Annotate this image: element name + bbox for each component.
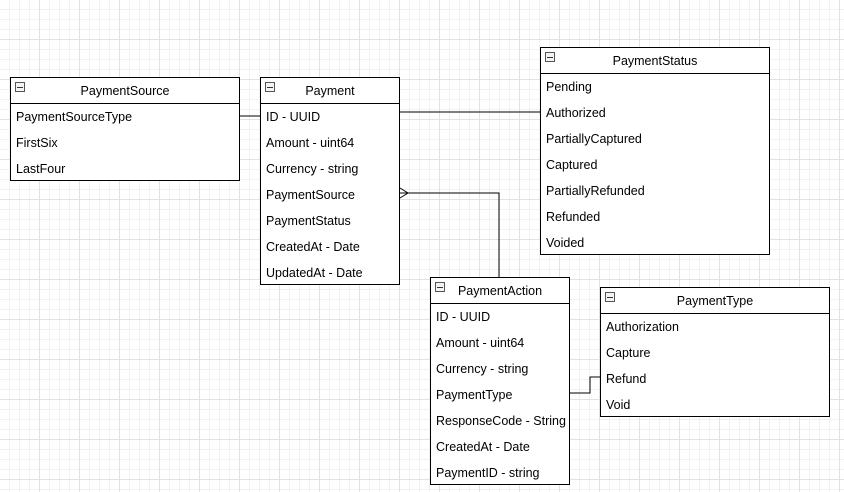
entity-field[interactable]: PaymentType (436, 388, 513, 402)
entity-field[interactable]: Authorization (606, 320, 679, 334)
entity-header[interactable]: PaymentAction (431, 278, 569, 304)
entity-field[interactable]: CreatedAt - Date (436, 440, 530, 454)
entity-payment-action[interactable]: PaymentAction ID - UUID Amount - uint64 … (430, 277, 570, 485)
entity-field[interactable]: Authorized (546, 106, 606, 120)
entity-field[interactable]: PaymentStatus (266, 214, 351, 228)
collapse-icon[interactable] (265, 82, 275, 92)
entity-field[interactable]: Amount - uint64 (266, 136, 355, 150)
entity-field[interactable]: PartiallyCaptured (546, 132, 642, 146)
entity-title: PaymentAction (457, 283, 543, 298)
entity-field[interactable]: Captured (546, 158, 598, 172)
entity-field[interactable]: CreatedAt - Date (266, 240, 360, 254)
entity-header[interactable]: PaymentStatus (541, 48, 769, 74)
entity-payment[interactable]: Payment ID - UUID Amount - uint64 Curren… (260, 77, 400, 285)
collapse-icon[interactable] (545, 52, 555, 62)
entity-header[interactable]: PaymentType (601, 288, 829, 314)
entity-field[interactable]: Currency - string (436, 362, 529, 376)
entity-field[interactable]: Capture (606, 346, 651, 360)
entity-field[interactable]: Refunded (546, 210, 601, 224)
collapse-icon[interactable] (435, 282, 445, 292)
entity-field[interactable]: ResponseCode - String (436, 414, 566, 428)
entity-field[interactable]: PartiallyRefunded (546, 184, 645, 198)
entity-payment-type[interactable]: PaymentType Authorization Capture Refund… (600, 287, 830, 417)
entity-field[interactable]: LastFour (16, 162, 66, 176)
entity-payment-source[interactable]: PaymentSource PaymentSourceType FirstSix… (10, 77, 240, 181)
entity-field[interactable]: UpdatedAt - Date (266, 266, 363, 280)
collapse-icon[interactable] (15, 82, 25, 92)
entity-title: Payment (305, 83, 355, 98)
entity-field[interactable]: FirstSix (16, 136, 58, 150)
entity-field[interactable]: PaymentSourceType (16, 110, 133, 124)
entity-field[interactable]: Void (606, 398, 631, 412)
connector-paymentaction-payment (400, 192, 500, 277)
crow-foot-marker (399, 187, 409, 199)
entity-field[interactable]: Pending (546, 80, 592, 94)
entity-field[interactable]: Voided (546, 236, 585, 250)
entity-title: PaymentStatus (612, 53, 698, 68)
connector-paymentaction-paymenttype (570, 376, 600, 394)
collapse-icon[interactable] (605, 292, 615, 302)
entity-header[interactable]: Payment (261, 78, 399, 104)
entity-field[interactable]: Refund (606, 372, 647, 386)
entity-field[interactable]: ID - UUID (436, 310, 491, 324)
entity-field[interactable]: ID - UUID (266, 110, 321, 124)
entity-field[interactable]: PaymentSource (266, 188, 355, 202)
entity-title: PaymentSource (80, 83, 170, 98)
entity-field[interactable]: Amount - uint64 (436, 336, 525, 350)
entity-payment-status[interactable]: PaymentStatus Pending Authorized Partial… (540, 47, 770, 255)
entity-title: PaymentType (676, 293, 754, 308)
entity-field[interactable]: PaymentID - string (436, 466, 540, 480)
entity-field[interactable]: Currency - string (266, 162, 359, 176)
entity-header[interactable]: PaymentSource (11, 78, 239, 104)
